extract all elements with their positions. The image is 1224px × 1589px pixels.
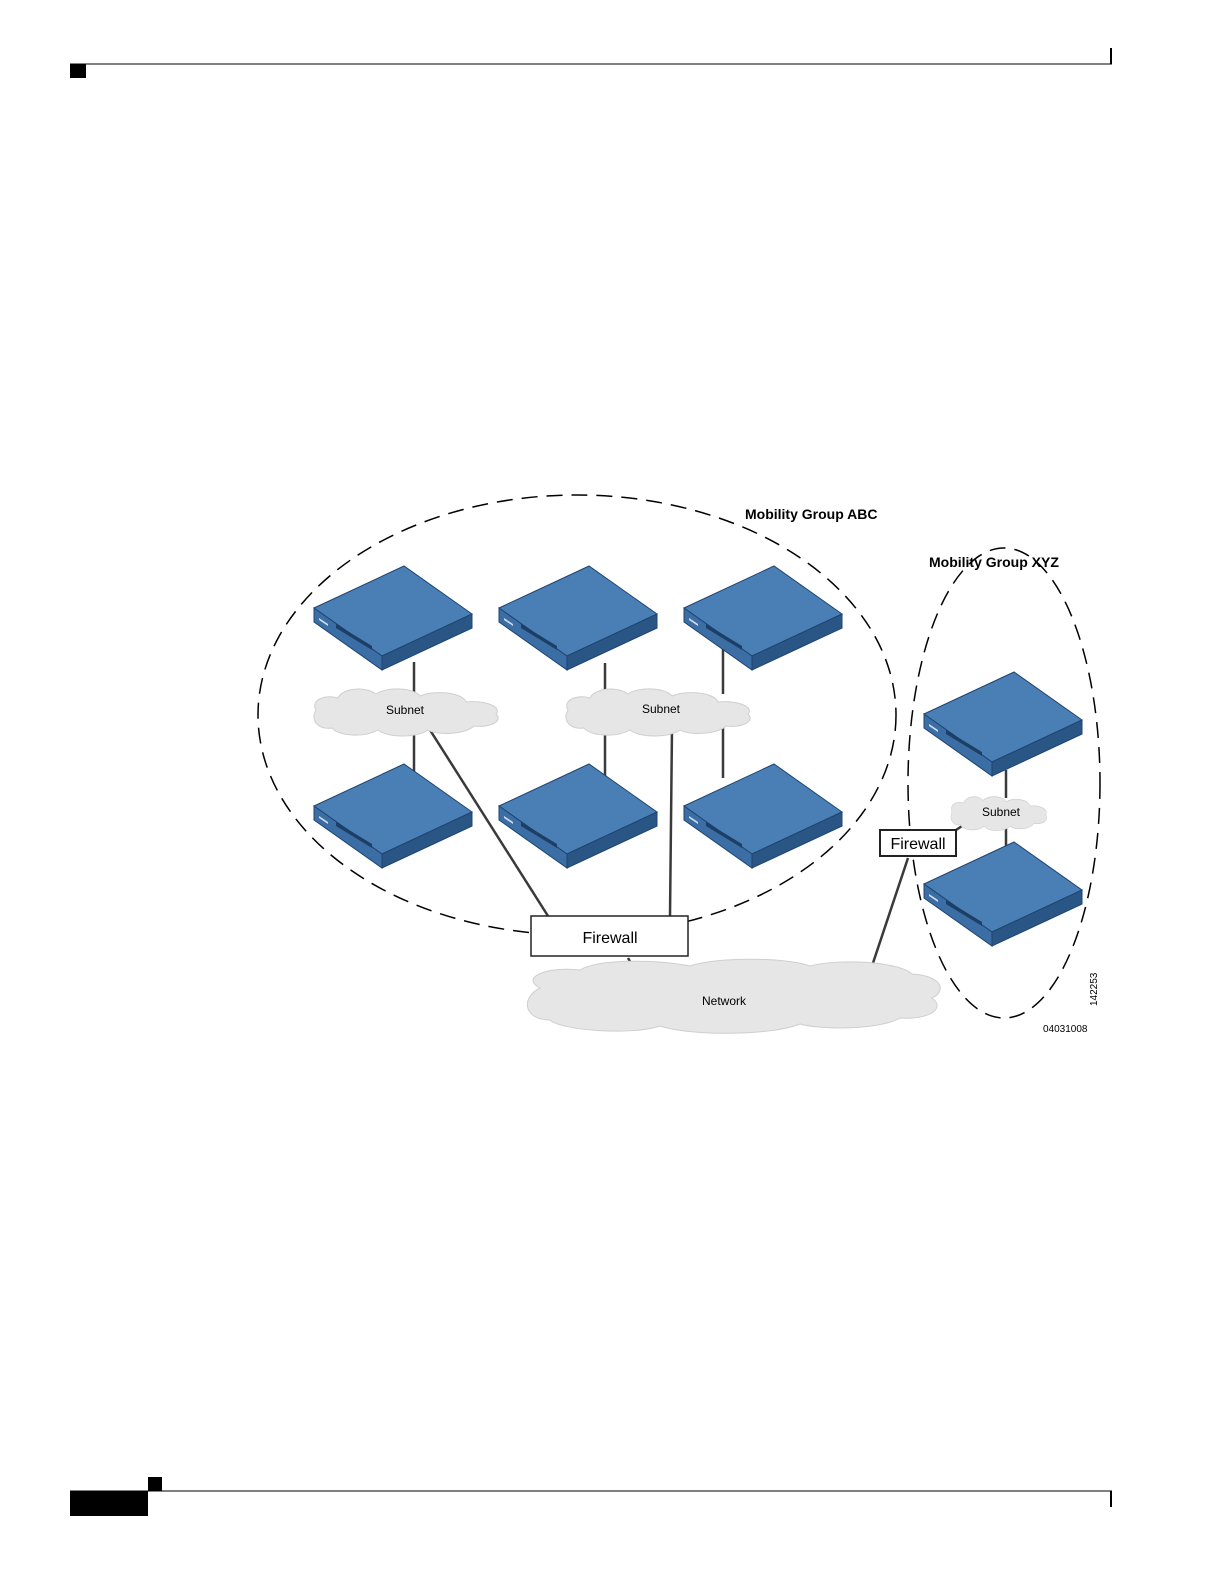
controller-device-xyz-1 [924,672,1082,776]
firewall-main-label: Firewall [582,930,637,947]
subnet-xyz-label: Subnet [982,805,1021,819]
controller-device-abc-2 [499,566,657,670]
controller-device-abc-3 [684,566,842,670]
mobility-group-xyz-boundary [908,548,1100,1018]
subnet-cloud-xyz: Subnet [951,797,1047,831]
page-footer-rule [70,1477,1112,1516]
firewall-xyz-label: Firewall [890,836,945,853]
firewall-xyz: Firewall [880,830,956,856]
connection-lines [414,608,1006,978]
subnet-cloud-center: Subnet [566,689,750,736]
subnet-left-label: Subnet [386,703,425,717]
mobility-group-xyz-title: Mobility Group XYZ [929,554,1059,570]
subnet-center-label: Subnet [642,702,681,716]
firewall-main: Firewall [531,916,688,956]
controller-device-abc-4 [314,764,472,868]
controller-device-abc-1 [314,566,472,670]
network-cloud: Network [527,959,940,1033]
figure-id-vertical: 142253 [1089,972,1100,1006]
subnet-cloud-left: Subnet [314,689,498,736]
figure-id-bottom: 04031008 [1043,1024,1088,1035]
controller-device-abc-5 [499,764,657,868]
controller-device-xyz-2 [924,842,1082,946]
mobility-group-abc-title: Mobility Group ABC [745,506,877,522]
network-label: Network [702,994,747,1008]
page-header-rule [70,48,1112,78]
controller-device-abc-6 [684,764,842,868]
